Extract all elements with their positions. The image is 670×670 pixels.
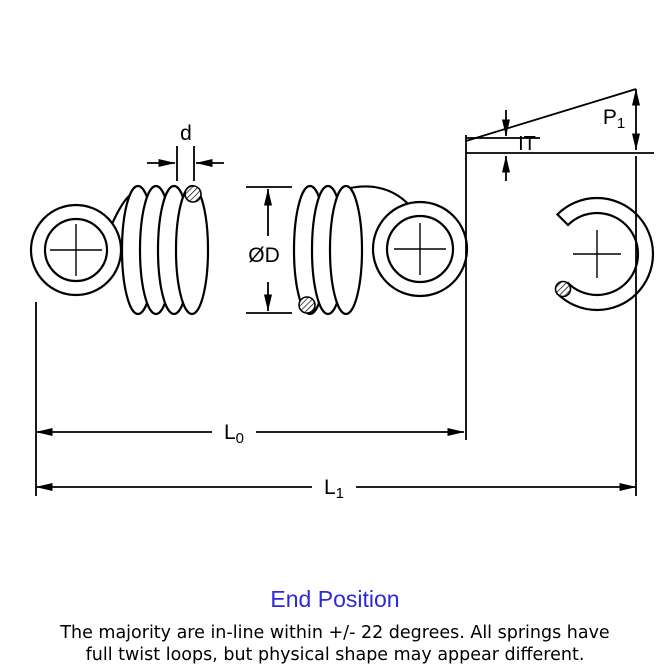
p1-label-sub: 1: [617, 115, 625, 132]
dimension-wire-diameter: d: [147, 122, 224, 181]
l1-label: L1: [324, 476, 344, 502]
coil-loop: [174, 184, 210, 316]
l0-label: L0: [224, 421, 244, 447]
wire-end-cross-section: [298, 296, 316, 314]
l1-label-main: L: [324, 476, 336, 499]
detached-hook-wire: [555, 196, 655, 312]
od-label: ØD: [248, 244, 280, 267]
right-hook-connector-wire: [345, 185, 412, 208]
spring-body: [29, 184, 469, 316]
dimension-extended-length: L1: [35, 156, 637, 502]
dimension-outer-diameter: ØD: [246, 186, 292, 314]
d-label: d: [180, 122, 192, 145]
l0-label-main: L: [224, 421, 236, 444]
detached-end-hook: [554, 196, 655, 312]
p1-label-main: P: [603, 106, 617, 129]
l1-label-sub: 1: [336, 485, 344, 502]
footer-text: End Position The majority are in-line wi…: [59, 586, 609, 665]
dimension-load-p1: P1 IT: [465, 88, 654, 181]
end-position-label: End Position: [270, 586, 399, 612]
wire-end-cross-section: [554, 280, 572, 298]
caption-line-1: The majority are in-line within +/- 22 d…: [59, 623, 609, 643]
wire-end-cross-section: [184, 185, 202, 203]
dimension-free-length: L0: [35, 135, 467, 496]
it-label: IT: [518, 133, 536, 155]
l0-label-sub: 0: [236, 430, 244, 447]
p1-label: P1: [603, 106, 625, 132]
coil-loop: [328, 184, 364, 316]
p1-slope-line: [465, 88, 637, 142]
caption-line-2: full twist loops, but physical shape may…: [86, 645, 585, 665]
